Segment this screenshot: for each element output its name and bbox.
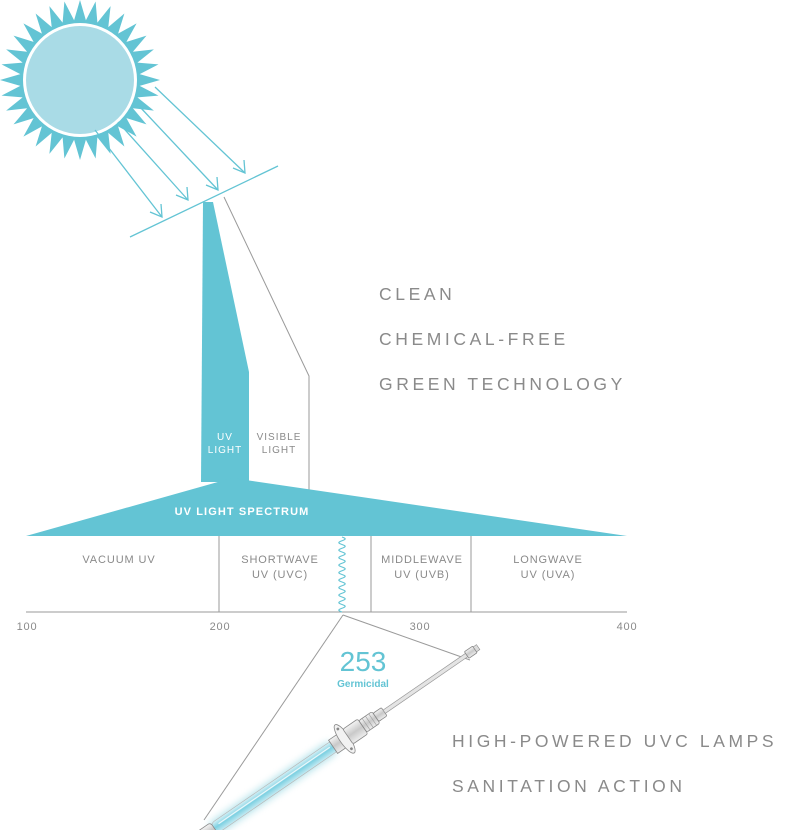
light-rays	[94, 86, 246, 219]
flange-bolt	[336, 727, 340, 731]
light-ray	[154, 86, 246, 174]
arrow-head-icon	[175, 186, 189, 202]
light-ray	[139, 106, 219, 191]
visible-light-label: LIGHT	[262, 445, 296, 456]
band-label-middlewave: MIDDLEWAVE	[381, 554, 463, 566]
band-label-shortwave: UV (UVC)	[252, 569, 308, 581]
band-label-middlewave: UV (UVB)	[394, 569, 449, 581]
tick-label: 200	[210, 621, 231, 633]
arrow-head-icon	[149, 203, 163, 219]
visible-light-label: VISIBLE	[257, 432, 302, 443]
uv-light-beam	[201, 202, 249, 482]
tick-label: 300	[410, 621, 431, 633]
uv-spectrum-banner	[26, 478, 627, 536]
base-ridge	[368, 713, 377, 726]
band-label-longwave: UV (UVA)	[521, 569, 576, 581]
germicidal-value: 253	[340, 646, 387, 677]
arrow-head-icon	[232, 159, 246, 175]
light-ray	[94, 129, 163, 218]
uv-light-label: UV	[217, 432, 233, 443]
uvc-lamp-icon	[198, 644, 481, 830]
base-ridge	[365, 715, 374, 728]
band-label-vacuum: VACUUM UV	[82, 554, 155, 566]
spectrum-dividers	[218, 536, 472, 612]
sun-icon	[0, 0, 160, 160]
light-ray	[117, 121, 189, 201]
uv-light-label: LIGHT	[208, 445, 242, 456]
filter-line	[129, 165, 279, 238]
lamp-end-cap	[198, 823, 218, 830]
tick-label: 400	[617, 621, 638, 633]
tagline-uvc-lamps: HIGH-POWERED UVC LAMPS	[452, 731, 778, 751]
tick-label: 100	[17, 621, 38, 633]
tagline-green-technology: GREEN TECHNOLOGY	[379, 374, 626, 394]
sine-wave-icon	[338, 536, 346, 613]
tagline-clean: CLEAN	[379, 284, 456, 304]
tagline-sanitation-action: SANITATION ACTION	[452, 776, 686, 796]
base-ridge	[361, 718, 371, 731]
tube-highlight	[218, 746, 331, 825]
sun-disc	[26, 26, 134, 134]
spectrum-title: UV LIGHT SPECTRUM	[175, 506, 310, 518]
visible-light-boundary	[223, 196, 310, 490]
zoom-line-right	[342, 614, 471, 661]
flange-bolt	[350, 747, 353, 751]
zoom-line-left	[203, 614, 344, 821]
arrow-head-icon	[205, 176, 219, 192]
band-label-shortwave: SHORTWAVE	[241, 554, 319, 566]
germicidal-label: Germicidal	[337, 679, 389, 690]
lamp-cable	[382, 652, 469, 714]
band-label-longwave: LONGWAVE	[513, 554, 583, 566]
lamp-plug-tip	[472, 644, 481, 653]
tagline-chemical-free: CHEMICAL-FREE	[379, 329, 569, 349]
